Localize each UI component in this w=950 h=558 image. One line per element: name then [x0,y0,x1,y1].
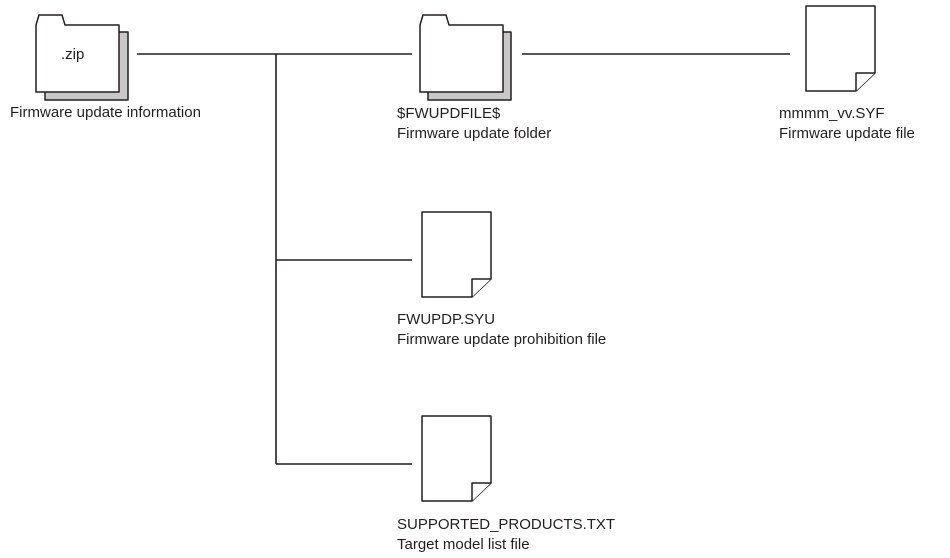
target-list-file-caption: Target model list file [397,536,530,553]
zip-folder-icon [35,14,129,101]
prohibition-file-caption: Firmware update prohibition file [397,331,607,348]
target-list-file-icon [421,415,492,502]
prohibition-file-name: FWUPDP.SYU [397,311,496,328]
firmware-folder-icon [419,14,512,101]
prohibition-file-label: FWUPDP.SYU Firmware update prohibition f… [397,310,606,350]
zip-caption-text: Firmware update information [10,104,201,121]
firmware-file-caption: Firmware update file [779,125,915,142]
firmware-folder-caption: Firmware update folder [397,125,552,142]
firmware-file-icon [805,5,876,92]
firmware-file-label: mmmm_vv.SYF Firmware update file [779,104,915,144]
firmware-folder-label: $FWUPDFILE$ Firmware update folder [397,104,551,144]
zip-caption: Firmware update information [10,103,201,123]
firmware-folder-name: $FWUPDFILE$ [397,105,501,122]
target-list-file-label: SUPPORTED_PRODUCTS.TXT Target model list… [397,515,615,555]
target-list-file-name: SUPPORTED_PRODUCTS.TXT [397,516,616,533]
zip-icon-label: .zip [61,46,85,63]
firmware-file-name: mmmm_vv.SYF [779,105,885,122]
prohibition-file-icon [421,211,492,298]
